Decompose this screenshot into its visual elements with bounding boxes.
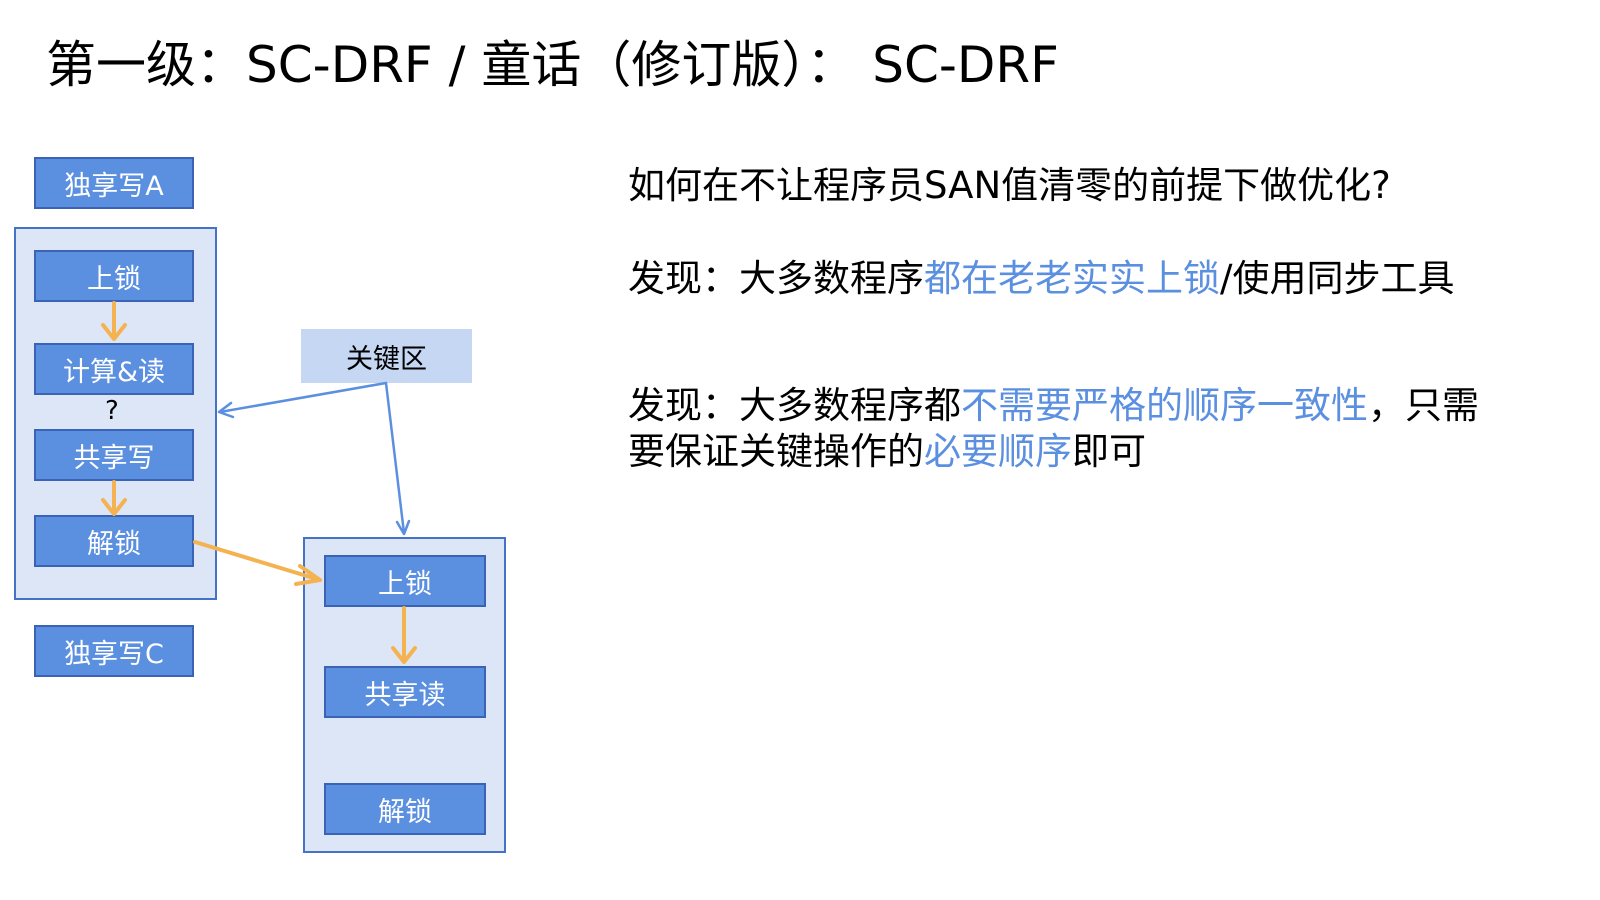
arrow-critical-to-thread-b — [384, 381, 411, 536]
finding-2-prefix: 发现：大多数程序都 — [628, 384, 961, 427]
arrow-lock-to-compute — [101, 301, 127, 341]
arrow-b-lock-to-read — [391, 606, 417, 664]
finding-2-highlight-2: 必要顺序 — [924, 430, 1072, 473]
thread-b-shared-read-box: 共享读 — [324, 666, 486, 718]
critical-section-label: 关键区 — [301, 329, 472, 383]
arrow-critical-to-thread-a — [217, 381, 388, 419]
thread-a-lock-box: 上锁 — [34, 250, 194, 302]
finding-2-suffix: 即可 — [1072, 430, 1146, 473]
thread-b-unlock-box: 解锁 — [324, 783, 486, 835]
exclusive-write-c-box: 独享写C — [34, 625, 194, 677]
thread-a-compute-read-box: 计算&读 — [34, 343, 194, 395]
page-title: 第一级：SC-DRF / 童话（修订版）： SC-DRF — [46, 36, 1059, 94]
exclusive-write-a-box: 独享写A — [34, 157, 194, 209]
thread-a-unlock-box: 解锁 — [34, 515, 194, 567]
thread-b-lock-box: 上锁 — [324, 555, 486, 607]
arrow-unlock-to-b-lock — [193, 540, 322, 586]
finding-2: 发现：大多数程序都不需要严格的顺序一致性，只需要保证关键操作的必要顺序即可 — [628, 383, 1508, 475]
finding-1: 发现：大多数程序都在老老实实上锁/使用同步工具 — [628, 256, 1508, 302]
thread-a-shared-write-box: 共享写 — [34, 429, 194, 481]
finding-2-highlight-1: 不需要严格的顺序一致性 — [961, 384, 1368, 427]
finding-1-suffix: /使用同步工具 — [1220, 257, 1455, 300]
finding-1-prefix: 发现：大多数程序 — [628, 257, 924, 300]
finding-2-mid: ，只需要保证关键操作的 — [628, 384, 1479, 473]
question-text: 如何在不让程序员SAN值清零的前提下做优化? — [628, 164, 1391, 207]
thread-a-question-mark: ? — [105, 396, 119, 426]
arrow-write-to-unlock — [101, 480, 127, 516]
finding-1-highlight: 都在老老实实上锁 — [924, 257, 1220, 300]
